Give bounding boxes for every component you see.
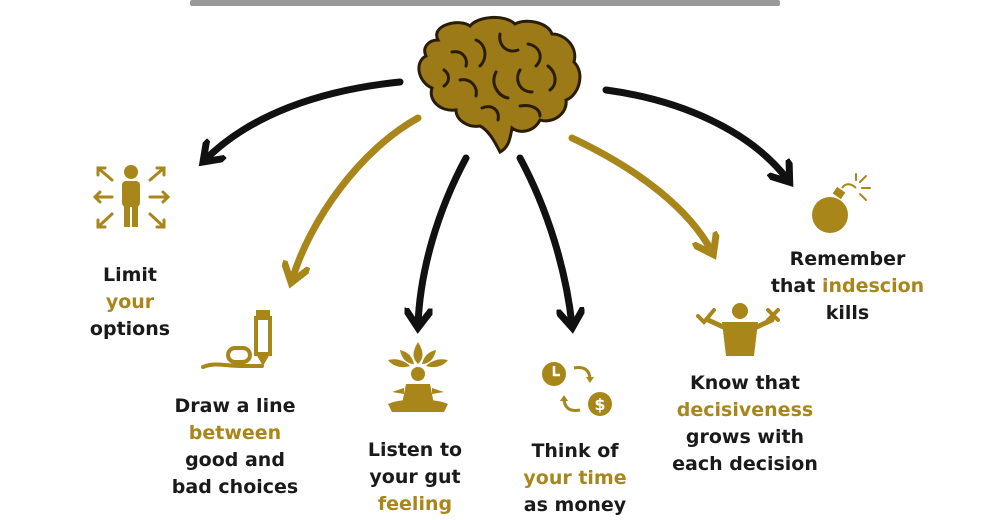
tip-time-line1: Think of [531, 440, 619, 462]
bomb-icon [812, 173, 871, 233]
arrow-to-time [516, 154, 572, 325]
tip-limit-options: Limit your options [70, 262, 190, 343]
tip-gut-line3: feeling [377, 493, 453, 515]
arrow-to-limit [205, 78, 404, 160]
tip-listen-gut: Listen to your gut feeling [350, 437, 480, 518]
tip-remember-line3: kills [825, 302, 870, 324]
arrow-to-gut [418, 154, 470, 325]
svg-text:$: $ [594, 395, 605, 414]
tip-know-line1: Know that [690, 372, 800, 394]
tip-remember-line2: that indescion [755, 273, 940, 300]
person-arrows-icon [92, 165, 171, 229]
title-cutoff [190, 0, 780, 6]
arrow-to-draw [292, 114, 422, 280]
pencil-line-icon [201, 310, 272, 369]
tip-remember-line1: Remember [789, 248, 906, 270]
tip-time-money: Think of your time as money [500, 438, 650, 519]
tip-remember-line2b: indescion [821, 275, 925, 297]
tip-limit-line1: Limit [102, 264, 157, 286]
clock-dollar-icon: $ [542, 362, 612, 416]
tip-draw-line2: between [188, 422, 282, 444]
tip-draw-line: Draw a line between good and bad choices [150, 393, 320, 501]
tip-time-line2: your time [523, 467, 627, 489]
brain-icon [417, 16, 582, 155]
tip-know-line3: grows with [685, 426, 805, 448]
tip-limit-line2: your [105, 291, 155, 313]
meditation-icon [388, 342, 448, 412]
tip-know-line4: each decision [672, 453, 818, 475]
tip-gut-line2: your gut [369, 466, 461, 488]
tip-remember-line2a: that [770, 275, 816, 297]
arrow-to-know [568, 134, 712, 252]
tip-time-line3: as money [523, 494, 627, 516]
tip-draw-line4: bad choices [171, 476, 299, 498]
arrow-to-remember [602, 86, 788, 180]
check-cross-person-icon [696, 303, 780, 356]
tip-indecision-kills: Remember that indescion kills [755, 246, 940, 327]
tip-decisiveness: Know that decisiveness grows with each d… [655, 370, 835, 478]
tip-know-line2: decisiveness [676, 399, 814, 421]
tip-limit-line3: options [89, 318, 171, 340]
tip-draw-line1: Draw a line [174, 395, 296, 417]
tip-draw-line3: good and [185, 449, 285, 471]
tip-gut-line1: Listen to [367, 439, 463, 461]
